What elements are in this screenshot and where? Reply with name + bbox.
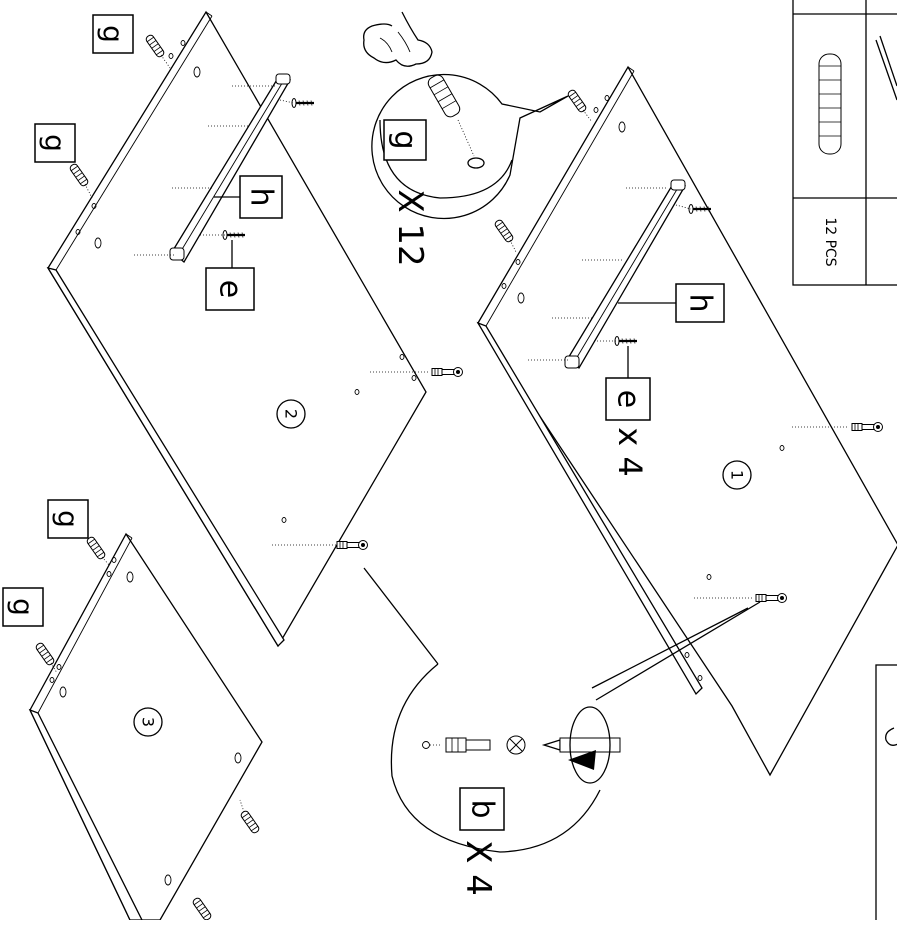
- rail-h-panel2: [169, 73, 292, 263]
- panel-1: 1: [476, 65, 897, 777]
- label-g-2: g: [34, 123, 76, 163]
- label-b-callout: b: [459, 787, 505, 831]
- label-e-panel1: e: [605, 377, 651, 421]
- panel-1-number: 1: [728, 470, 747, 480]
- svg-text:g: g: [388, 130, 423, 149]
- svg-text:g: g: [7, 598, 40, 616]
- b-quantity: X 4: [458, 840, 498, 896]
- label-g-4: g: [2, 587, 44, 627]
- panel-2: 2: [46, 10, 463, 648]
- svg-text:e: e: [213, 280, 248, 298]
- label-g-1: g: [92, 14, 134, 54]
- panel-3: 3: [28, 532, 263, 922]
- panel-3-number: 3: [139, 717, 158, 727]
- svg-text:e: e: [611, 390, 646, 408]
- screwdriver-illustration: [541, 706, 621, 784]
- dowel-detail-callout: [363, 11, 569, 220]
- g-quantity: X 12: [390, 189, 430, 266]
- label-g-callout: g: [383, 119, 427, 161]
- svg-text:h: h: [683, 293, 718, 312]
- label-e-panel2: e: [205, 267, 255, 311]
- cambolt-detail-callout: [363, 567, 761, 853]
- e-quantity: x 4: [611, 427, 649, 476]
- label-g-3: g: [47, 499, 89, 539]
- rail-h-panel1: [564, 179, 687, 369]
- parts-table: 12 PCS: [792, 0, 897, 925]
- hand-illustration: [363, 11, 433, 67]
- svg-text:b: b: [465, 799, 500, 818]
- label-h-panel1: h: [675, 283, 725, 323]
- svg-text:h: h: [244, 187, 279, 206]
- label-h-panel2: h: [239, 175, 283, 219]
- svg-text:g: g: [97, 25, 130, 43]
- panel-2-number: 2: [282, 409, 301, 419]
- svg-text:g: g: [39, 134, 72, 152]
- parts-table-count: 12 PCS: [822, 217, 838, 266]
- svg-text:g: g: [52, 510, 85, 528]
